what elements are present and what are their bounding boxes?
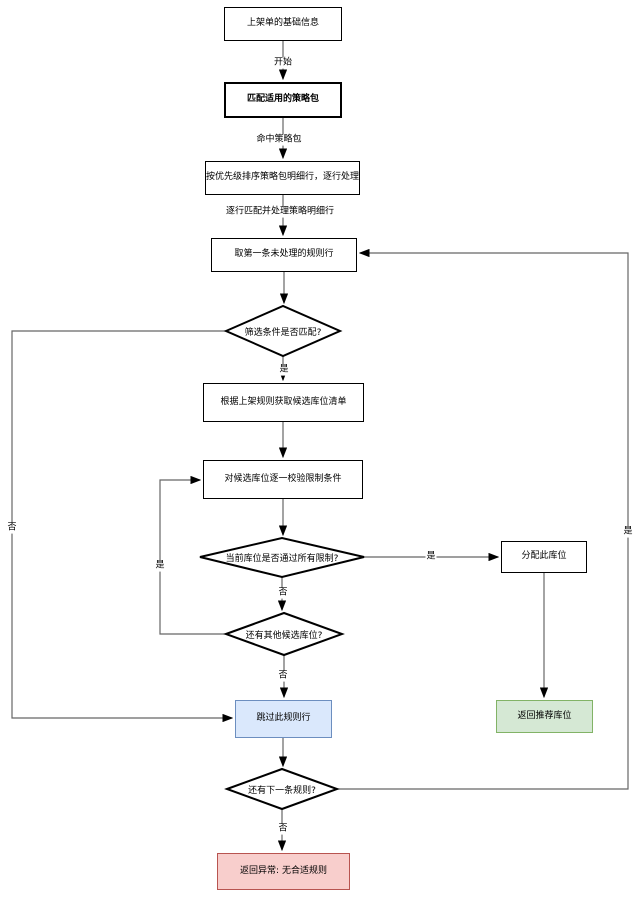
edge-next-rule-yes-loop bbox=[337, 248, 629, 790]
decision-filter-match-label: 筛选条件是否匹配? bbox=[244, 327, 322, 338]
edge-candidates-yes-loop bbox=[159, 475, 226, 635]
edge-label-next-rule-yes: 是 bbox=[622, 526, 634, 538]
edge-label-candidates-yes: 是 bbox=[154, 560, 166, 572]
edge-label-limits-yes: 是 bbox=[425, 551, 437, 563]
node-skip-rule: 跳过此规则行 bbox=[235, 700, 332, 738]
edge-label-filter-no: 否 bbox=[6, 522, 18, 534]
edge-label-process-rows: 逐行匹配并处理策略明细行 bbox=[224, 206, 336, 218]
decision-pass-all-limits-label: 当前库位是否通过所有限制? bbox=[225, 553, 339, 564]
decision-more-candidates-label: 还有其他候选库位? bbox=[245, 630, 323, 641]
decision-more-candidates-shape bbox=[223, 611, 345, 657]
decision-next-rule-label: 还有下一条规则? bbox=[248, 785, 316, 796]
node-sort-details: 按优先级排序策略包明细行，逐行处理 bbox=[205, 161, 360, 195]
node-get-candidates: 根据上架规则获取候选库位清单 bbox=[203, 383, 364, 422]
edge-label-next-rule-no: 否 bbox=[277, 823, 289, 835]
node-assign-location: 分配此库位 bbox=[501, 541, 587, 573]
edge-label-candidates-no: 否 bbox=[277, 670, 289, 682]
decision-pass-all-limits-shape bbox=[199, 536, 365, 579]
edge-label-limits-no: 否 bbox=[277, 587, 289, 599]
node-take-rule: 取第一条未处理的规则行 bbox=[211, 238, 357, 272]
edge-label-start: 开始 bbox=[272, 57, 294, 69]
edge-label-hit-package: 命中策略包 bbox=[255, 134, 303, 146]
node-match-package: 匹配适用的策略包 bbox=[224, 82, 342, 118]
edge-label-filter-yes: 是 bbox=[278, 364, 290, 376]
decision-next-rule-shape bbox=[224, 767, 340, 811]
decision-filter-match-shape bbox=[223, 304, 343, 358]
node-validate-constraints: 对候选库位逐一校验限制条件 bbox=[203, 460, 363, 499]
edge-filter-no-loop bbox=[11, 330, 234, 723]
node-basic-info: 上架单的基础信息 bbox=[224, 7, 342, 41]
node-return-error: 返回异常: 无合适规则 bbox=[217, 853, 350, 890]
node-return-location: 返回推荐库位 bbox=[496, 700, 593, 733]
